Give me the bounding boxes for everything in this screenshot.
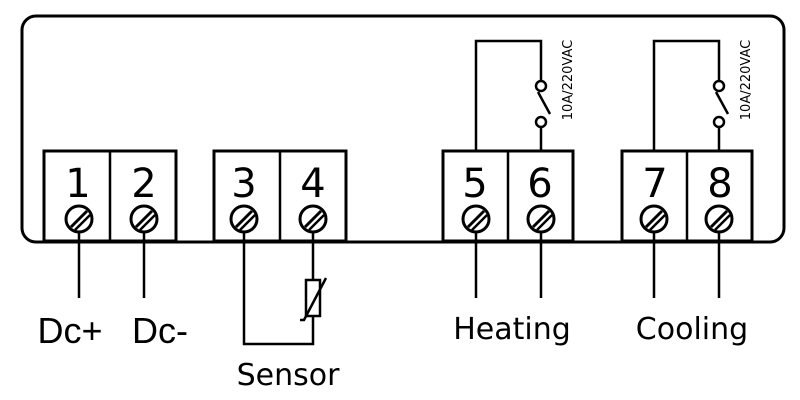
- thermistor-icon: [300, 277, 328, 322]
- terminal-number-8: 8: [707, 161, 732, 207]
- screw-icon: [526, 204, 556, 234]
- screw-icon: [129, 204, 159, 234]
- screw-icon: [298, 204, 328, 234]
- label-cooling: Cooling: [636, 312, 748, 347]
- screw-icon: [64, 204, 94, 234]
- terminal-number-4: 4: [300, 161, 325, 207]
- screw-icon: [461, 204, 491, 234]
- terminal-number-5: 5: [462, 161, 487, 207]
- screw-icon: [229, 204, 259, 234]
- heating-relay-icon: [474, 39, 552, 151]
- screw-icon: [639, 204, 669, 234]
- screw-icon: [704, 204, 734, 234]
- terminal-number-7: 7: [642, 161, 667, 207]
- cooling-relay-icon: [652, 39, 730, 151]
- label-dc-plus: Dc+: [37, 310, 102, 351]
- label-dc-minus: Dc-: [132, 310, 188, 351]
- label-heating: Heating: [453, 312, 571, 347]
- terminal-number-6: 6: [527, 161, 552, 207]
- heating-relay-rating: 10A/220VAC: [561, 40, 576, 120]
- terminal-number-1: 1: [65, 161, 90, 207]
- terminal-number-3: 3: [231, 161, 256, 207]
- sensor-loop-wire: [242, 232, 315, 346]
- terminal-number-2: 2: [131, 161, 156, 207]
- label-sensor: Sensor: [237, 358, 340, 393]
- cooling-relay-rating: 10A/220VAC: [739, 40, 754, 120]
